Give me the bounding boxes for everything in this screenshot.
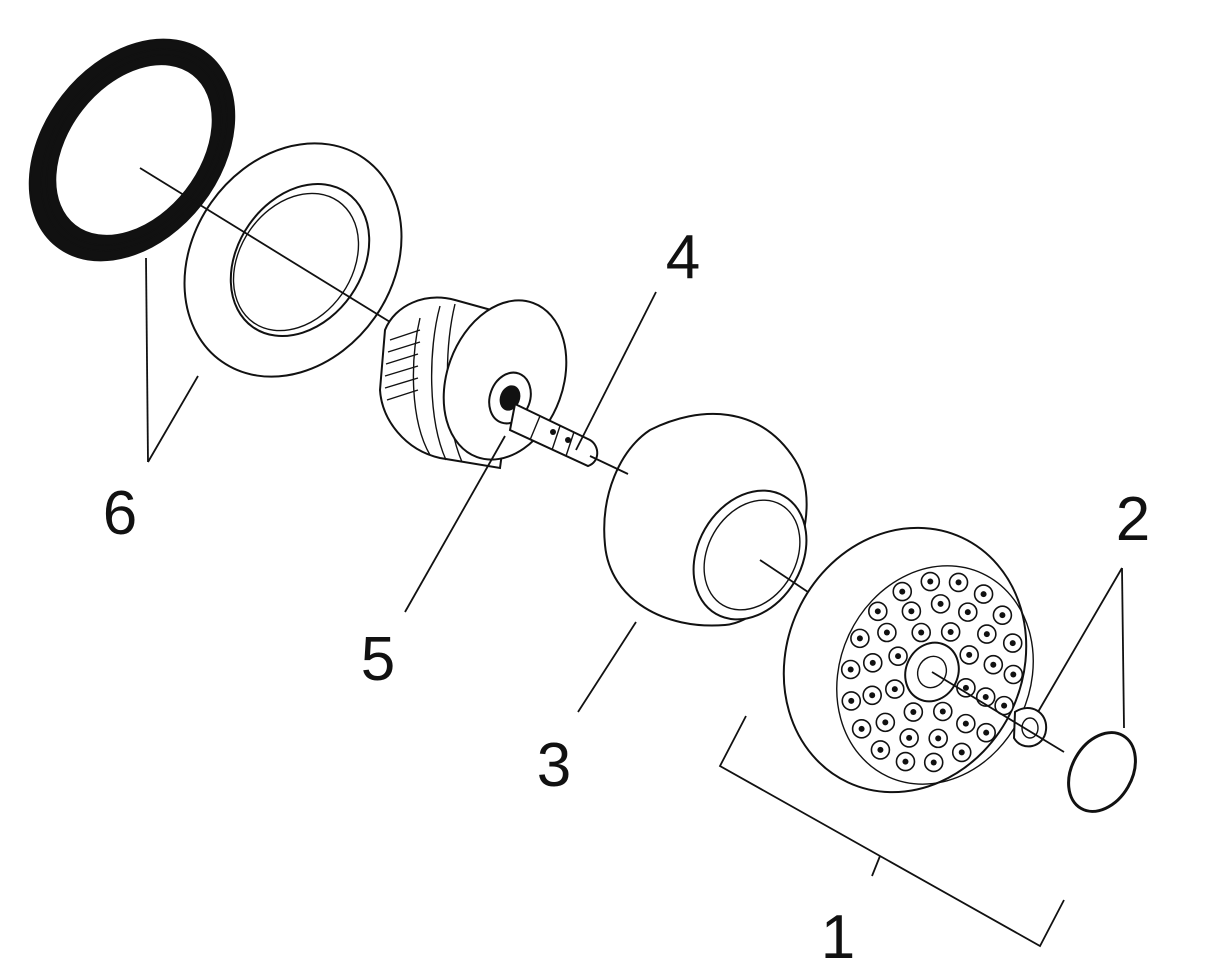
nozzle-hole	[955, 579, 962, 586]
nozzle-hole	[958, 749, 965, 756]
nozzle-hole	[877, 746, 884, 753]
nozzle-hole	[882, 719, 889, 726]
shower-head-part	[782, 526, 1034, 794]
nozzle-hole	[983, 631, 990, 638]
nozzle-hole	[982, 694, 989, 701]
nozzle-hole	[895, 653, 902, 660]
nozzle-hole	[1001, 702, 1008, 709]
nozzle-hole	[964, 609, 971, 616]
nozzle-hole	[999, 612, 1006, 619]
nozzle-hole	[883, 629, 890, 636]
nozzle-hole	[874, 608, 881, 615]
nozzle-hole	[966, 651, 973, 658]
nozzle-array	[840, 571, 1024, 773]
callout-3: 3	[537, 731, 571, 800]
nozzle-hole	[927, 578, 934, 585]
callout-5: 5	[361, 625, 395, 694]
nozzle-hole	[902, 758, 909, 765]
leader-lines	[139, 167, 1125, 948]
clip-part	[1012, 707, 1048, 748]
nozzle-hole	[947, 628, 954, 635]
spindle-part	[508, 402, 599, 468]
nozzle-hole	[869, 692, 876, 699]
nozzle-hole	[1009, 640, 1016, 647]
nozzle-hole	[983, 729, 990, 736]
nozzle-hole	[891, 686, 898, 693]
nozzle-hole	[937, 600, 944, 607]
nozzle-hole	[848, 697, 855, 704]
nozzle-hole	[962, 720, 969, 727]
nozzle-hole	[856, 635, 863, 642]
callout-6: 6	[103, 479, 137, 548]
callout-1: 1	[821, 903, 855, 971]
seal-ring-part	[28, 38, 236, 262]
cover-dome-part	[603, 412, 808, 627]
nozzle-hole	[962, 684, 969, 691]
nozzle-hole	[899, 588, 906, 595]
nozzle-hole	[918, 629, 925, 636]
nozzle-hole	[990, 661, 997, 668]
nozzle-hole	[908, 608, 915, 615]
nozzle-hole	[980, 591, 987, 598]
nozzle-hole	[930, 759, 937, 766]
escutcheon-ring-part	[183, 142, 403, 378]
nozzle-hole	[910, 709, 917, 716]
nozzle-hole	[1010, 671, 1017, 678]
nozzle-hole	[935, 735, 942, 742]
nozzle-hole	[906, 734, 913, 741]
nozzle-hole	[858, 725, 865, 732]
callout-2: 2	[1116, 485, 1150, 554]
callout-4: 4	[666, 223, 700, 292]
o-ring-part	[1067, 731, 1137, 813]
nozzle-hole	[847, 666, 854, 673]
nozzle-hole	[869, 659, 876, 666]
nozzle-hole	[939, 708, 946, 715]
